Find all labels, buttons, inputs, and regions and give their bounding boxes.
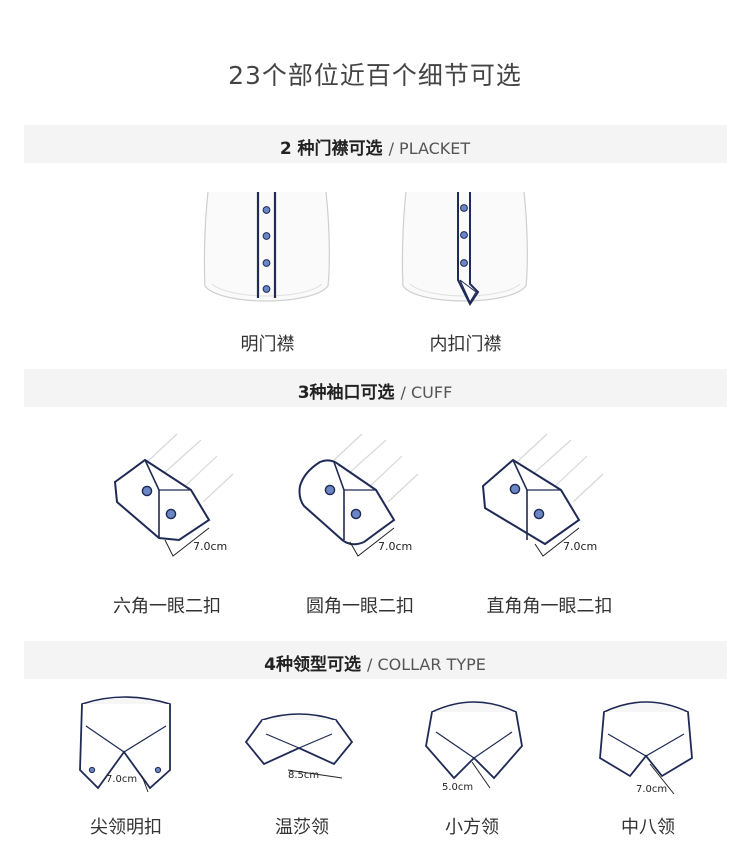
collar-title-cn: 4种领型可选 (264, 655, 361, 675)
cuff-measure-2: 7.0cm (563, 540, 597, 553)
cuff-section-band (24, 369, 727, 407)
collar-measure-3: 7.0cm (636, 784, 667, 795)
placket-title-cn: 2 种门襟可选 (279, 139, 383, 159)
collar-label-0: 尖领明扣 (90, 817, 162, 838)
windsor-collar-illustration: 8.5cm (244, 713, 354, 781)
cuff-label-2: 直角角一眼二扣 (486, 596, 613, 617)
cuff-title-cn: 3种袖口可选 (297, 383, 395, 403)
placket-section-title: 2 种门襟可选 / PLACKET (0, 134, 750, 159)
cuff-measure-1: 7.0cm (378, 540, 412, 553)
collar-label-3: 中八领 (621, 817, 675, 838)
collar-measure-2: 5.0cm (442, 782, 473, 793)
collar-section-band (24, 641, 727, 679)
square-cuff-illustration: 7.0cm (481, 433, 604, 557)
placket-section-band (24, 125, 727, 163)
medium-spread-collar-illustration: 7.0cm (599, 701, 693, 795)
small-square-collar-illustration: 5.0cm (425, 701, 523, 793)
cuff-label-0: 六角一眼二扣 (113, 596, 221, 617)
open-placket-illustration (203, 191, 330, 302)
collar-label-1: 温莎领 (275, 817, 329, 838)
rounded-cuff-illustration: 7.0cm (298, 433, 419, 557)
cuff-title-en: / CUFF (400, 383, 453, 402)
placket-label-0: 明门襟 (240, 334, 295, 355)
collar-title-en: / COLLAR TYPE (366, 655, 486, 674)
cuff-measure-0: 7.0cm (193, 540, 227, 553)
collar-measure-0: 7.0cm (106, 774, 137, 785)
cuff-label-1: 圆角一眼二扣 (306, 596, 414, 617)
collar-measure-1: 8.5cm (288, 770, 319, 781)
placket-label-1: 内扣门襟 (429, 334, 502, 355)
page-title: 23个部位近百个细节可选 (228, 61, 522, 90)
collar-label-2: 小方领 (445, 817, 499, 838)
hidden-placket-illustration (401, 191, 528, 306)
hexagonal-cuff-illustration: 7.0cm (113, 433, 234, 557)
button-down-collar-illustration: 7.0cm (79, 696, 171, 793)
placket-title-en: / PLACKET (388, 139, 471, 158)
cuff-section-title: 3种袖口可选 / CUFF (0, 378, 750, 403)
collar-section-title: 4种领型可选 / COLLAR TYPE (0, 650, 750, 675)
